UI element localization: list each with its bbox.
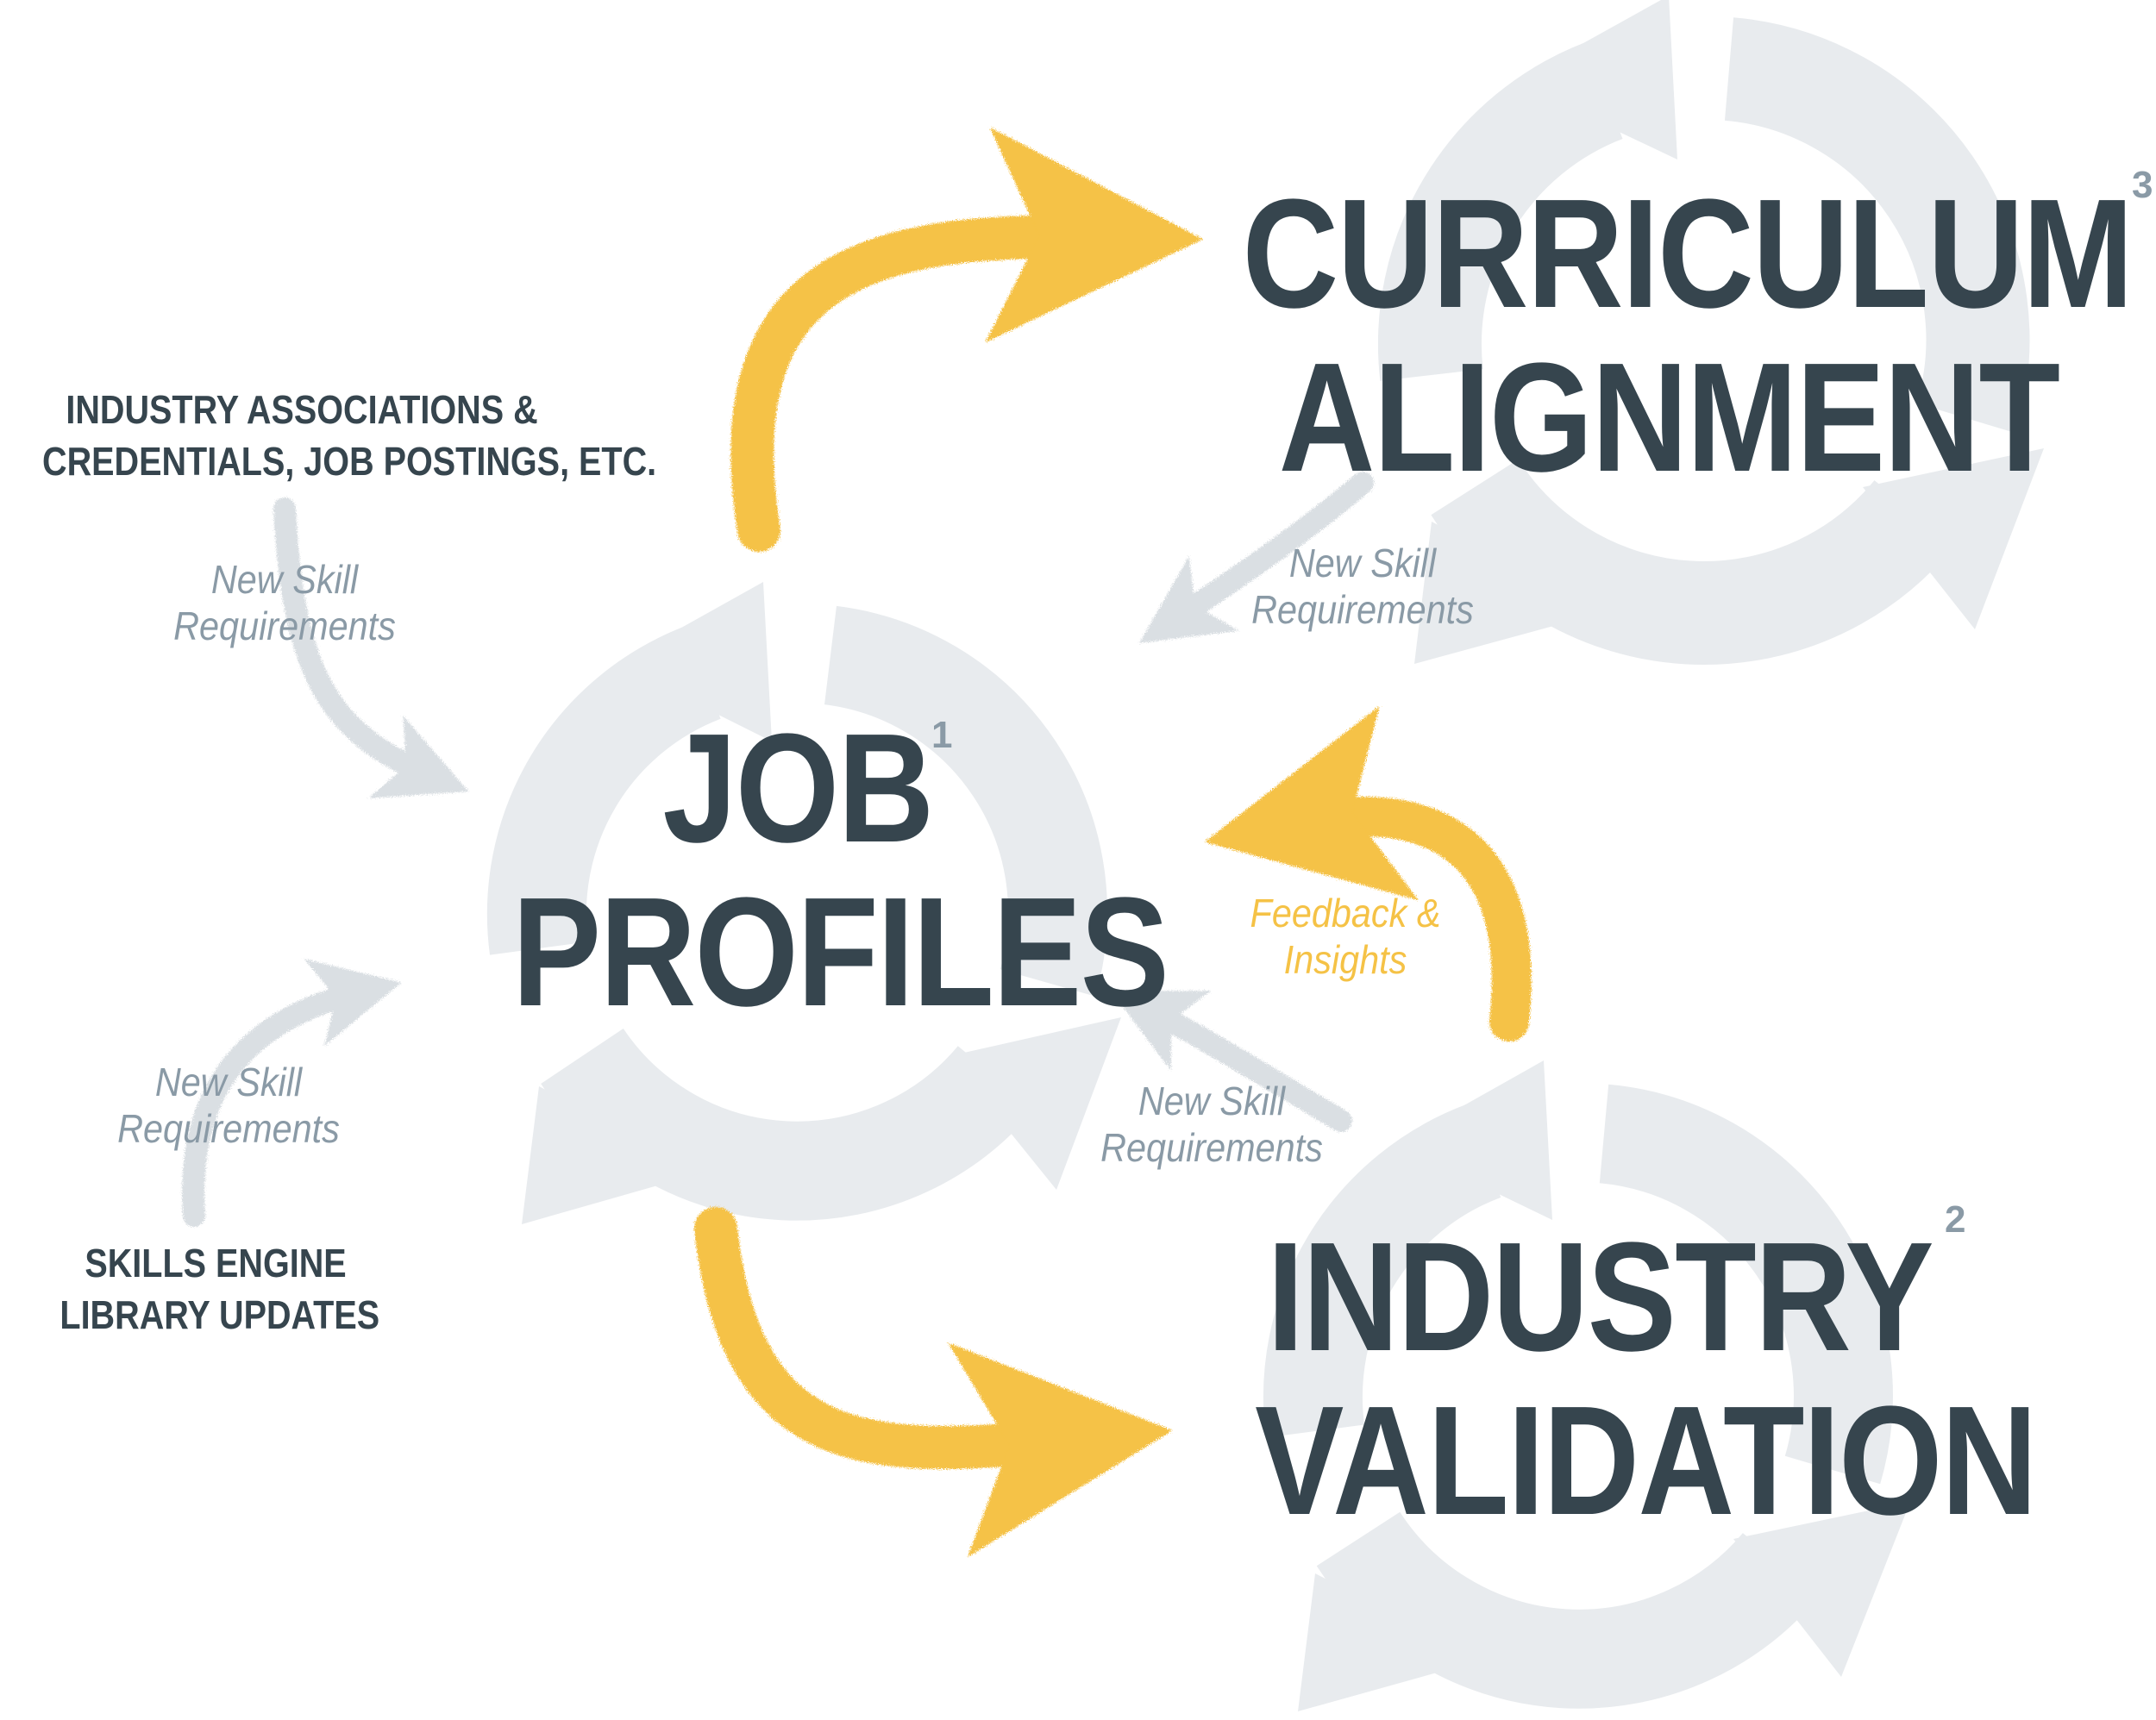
node-curriculum-alignment-line2: ALIGNMENT	[1278, 331, 2060, 504]
node-curriculum-alignment-line1: CURRICULUM	[1242, 167, 2134, 341]
arrow-validation-feedback	[1204, 705, 1532, 1041]
arrow-validation-to-profiles	[1111, 991, 1352, 1132]
label-curriculum-to-profiles: New Skill Requirements	[1238, 540, 1487, 633]
node-industry-validation-line2: VALIDATION	[1255, 1374, 2038, 1548]
node-job-profiles-number: 1	[931, 714, 953, 756]
node-job-profiles-line2: PROFILES	[511, 866, 1169, 1039]
label-associations-to-profiles: New Skill Requirements	[160, 556, 409, 649]
process-arrows	[694, 127, 1532, 1558]
source-skills-engine: SKILLS ENGINE LIBRARY UPDATES	[60, 1237, 380, 1341]
label-validation-to-profiles-line1: New Skill	[1138, 1079, 1286, 1123]
label-engine-to-profiles-line2: Requirements	[117, 1106, 340, 1151]
label-validation-feedback-line1: Feedback &	[1250, 891, 1441, 935]
source-industry-associations-line1: INDUSTRY ASSOCIATIONS &	[66, 387, 538, 432]
label-engine-to-profiles: New Skill Requirements	[104, 1059, 353, 1152]
arrow-profiles-to-curriculum	[730, 127, 1203, 552]
arrow-curriculum-to-profiles	[1139, 472, 1374, 643]
node-curriculum-alignment: CURRICULUM ALIGNMENT	[1242, 167, 2134, 504]
node-industry-validation: INDUSTRY VALIDATION	[1255, 1210, 2038, 1548]
label-validation-feedback-line2: Insights	[1283, 937, 1407, 982]
label-associations-to-profiles-line2: Requirements	[173, 604, 396, 648]
label-engine-to-profiles-line1: New Skill	[154, 1060, 303, 1104]
source-industry-associations: INDUSTRY ASSOCIATIONS & CREDENTIALS, JOB…	[42, 384, 657, 487]
input-arrows	[182, 472, 1374, 1227]
cycle-arrows-icon	[486, 582, 1121, 1224]
label-validation-feedback: Feedback & Insights	[1221, 890, 1470, 983]
source-industry-associations-line2: CREDENTIALS, JOB POSTINGS, ETC.	[42, 439, 657, 484]
node-curriculum-alignment-number: 3	[2132, 164, 2153, 206]
node-industry-validation-number: 2	[1945, 1198, 1966, 1241]
arrow-profiles-to-validation	[694, 1207, 1173, 1558]
label-associations-to-profiles-line1: New Skill	[210, 557, 359, 602]
arrow-associations-to-profiles	[273, 497, 469, 798]
label-validation-to-profiles: New Skill Requirements	[1087, 1078, 1336, 1171]
source-skills-engine-line2: LIBRARY UPDATES	[60, 1292, 380, 1337]
arrow-engine-to-profiles	[182, 959, 402, 1227]
label-curriculum-to-profiles-line2: Requirements	[1251, 587, 1474, 632]
cycle-arrows-icon	[1378, 0, 2044, 665]
label-validation-to-profiles-line2: Requirements	[1100, 1125, 1323, 1170]
source-skills-engine-line1: SKILLS ENGINE	[85, 1241, 347, 1285]
label-curriculum-to-profiles-line1: New Skill	[1288, 541, 1437, 585]
node-job-profiles-line1: JOB	[662, 702, 934, 875]
cycle-arrows-icon	[1263, 1060, 1910, 1711]
node-industry-validation-line1: INDUSTRY	[1267, 1210, 1934, 1384]
node-job-profiles: JOB PROFILES	[511, 702, 1169, 1039]
